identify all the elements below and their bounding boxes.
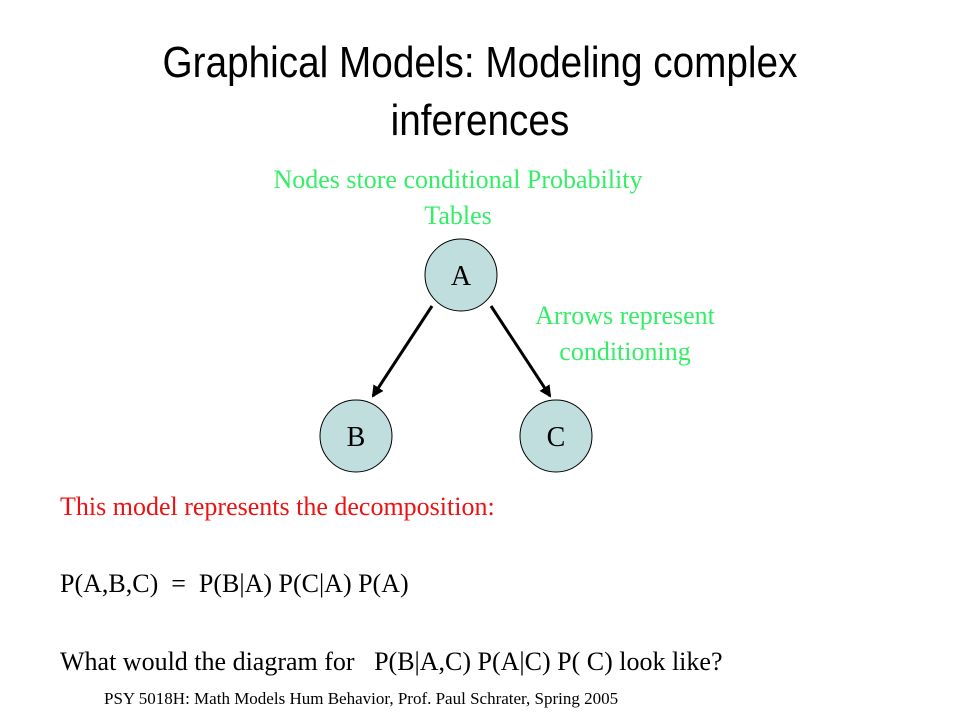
decomposition-formula: P(A,B,C) = P(B|A) P(C|A) P(A) xyxy=(60,569,409,598)
footer-course-info: PSY 5018H: Math Models Hum Behavior, Pro… xyxy=(104,689,619,708)
edge-a-to-b xyxy=(371,305,434,398)
node-b: B xyxy=(319,399,393,473)
node-c: C xyxy=(519,399,593,473)
nodes-note: Nodes store conditional Probability Tabl… xyxy=(273,165,643,230)
decomposition-intro: This model represents the decomposition: xyxy=(60,492,495,521)
exercise-question: What would the diagram for P(B|A,C) P(A|… xyxy=(60,647,723,676)
node-a-label: A xyxy=(451,261,472,292)
node-b-label: B xyxy=(347,422,366,453)
arrows-note: Arrows represent conditioning xyxy=(535,301,715,366)
edge-a-to-c xyxy=(489,305,552,398)
slide-title: Graphical Models: Modeling complex infer… xyxy=(162,38,798,145)
node-a: A xyxy=(424,238,498,312)
node-c-label: C xyxy=(547,422,566,453)
